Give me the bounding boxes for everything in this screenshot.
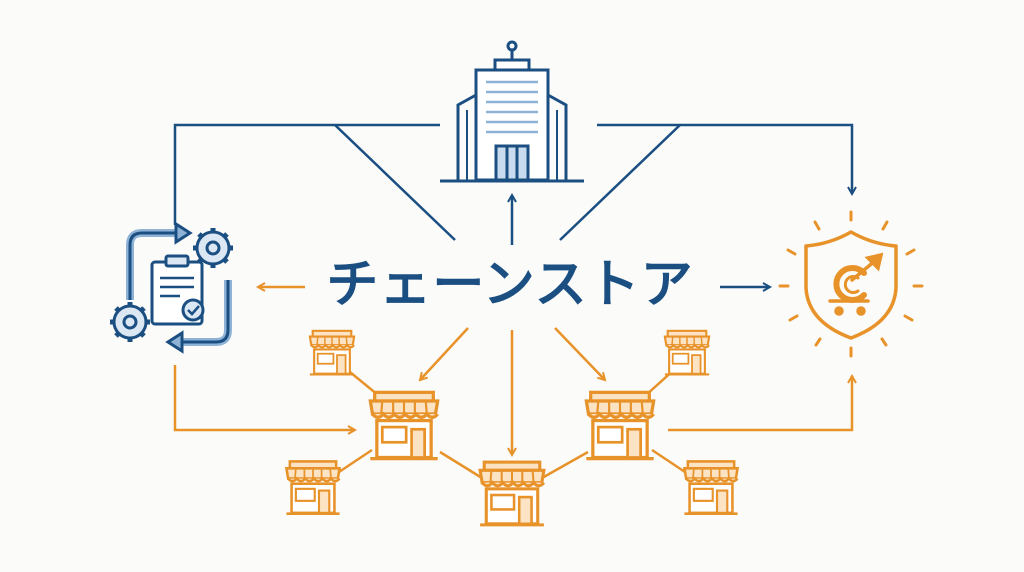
shield-cart-growth-icon <box>778 210 924 358</box>
connector-hq-diagonal-left <box>334 124 456 241</box>
connector-hq-diagonal-right <box>559 124 681 241</box>
storefront-icon <box>285 460 341 516</box>
office-building-icon <box>440 40 584 183</box>
diagram-title: チェーンストア <box>326 255 694 315</box>
storefront-icon <box>584 390 656 461</box>
arrow-center-to-store-right <box>554 327 605 380</box>
link-store <box>541 450 589 480</box>
connector-hq-to-brand <box>597 123 852 194</box>
storefront-icon <box>368 390 440 461</box>
connector-store-to-brand <box>668 376 852 432</box>
connector-operations-to-store <box>173 365 355 430</box>
link-store <box>439 450 483 480</box>
sparkle-rays <box>778 210 924 358</box>
storefront-icon <box>478 460 546 527</box>
storefront-icon <box>683 460 739 516</box>
arrow-center-to-store-left <box>420 327 469 380</box>
storefront-icon <box>308 329 356 376</box>
storefront-icon <box>663 329 711 376</box>
connector-hq-to-operations <box>173 123 440 225</box>
process-cycle-gears-clipboard-icon <box>110 221 233 354</box>
